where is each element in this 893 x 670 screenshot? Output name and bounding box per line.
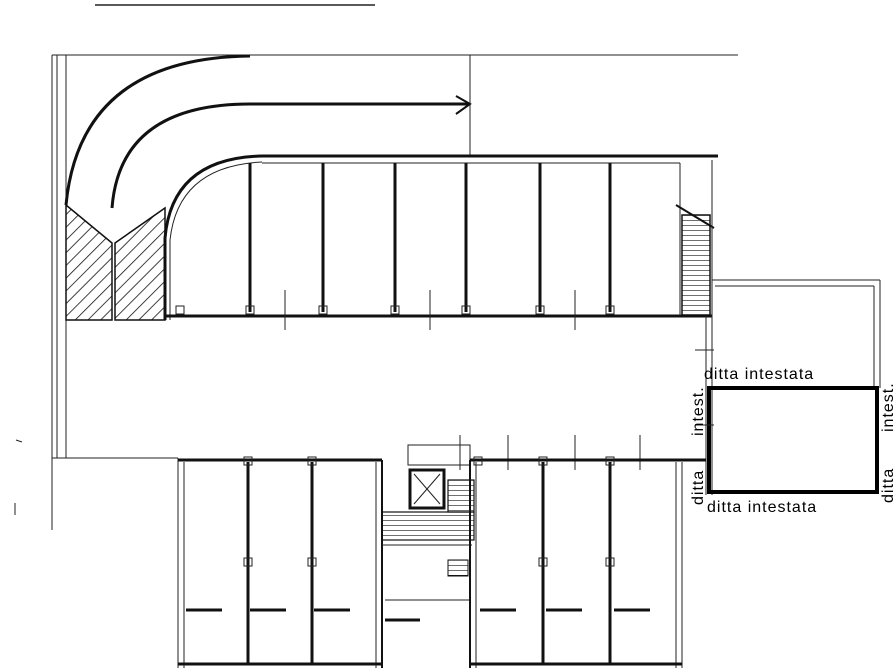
edge-marks bbox=[14, 439, 23, 515]
ramp-arrowhead bbox=[455, 95, 472, 115]
label-left-abbrev: intest. bbox=[690, 386, 707, 436]
label-left-lower: ditta bbox=[690, 470, 707, 505]
right-annex bbox=[705, 279, 881, 495]
label-bottom-owner: ditta intestata bbox=[707, 499, 817, 516]
corridor-marks bbox=[284, 290, 714, 470]
hatched-ramp-right bbox=[114, 206, 166, 321]
lower-right-garage-bays bbox=[469, 456, 706, 668]
highlighted-unit bbox=[707, 386, 879, 494]
label-right-abbrev: intest. bbox=[880, 382, 893, 432]
upper-garage-bays bbox=[165, 154, 718, 318]
lift-shaft bbox=[408, 468, 446, 510]
curved-ramp bbox=[64, 54, 472, 321]
label-right-lower: ditta bbox=[880, 468, 893, 503]
hatched-ramp-left bbox=[65, 203, 113, 321]
core-lift-stairs bbox=[381, 444, 475, 622]
right-staircase bbox=[675, 160, 715, 316]
lower-left-garage-bays bbox=[177, 456, 383, 668]
label-top-owner: ditta intestata bbox=[704, 366, 814, 383]
